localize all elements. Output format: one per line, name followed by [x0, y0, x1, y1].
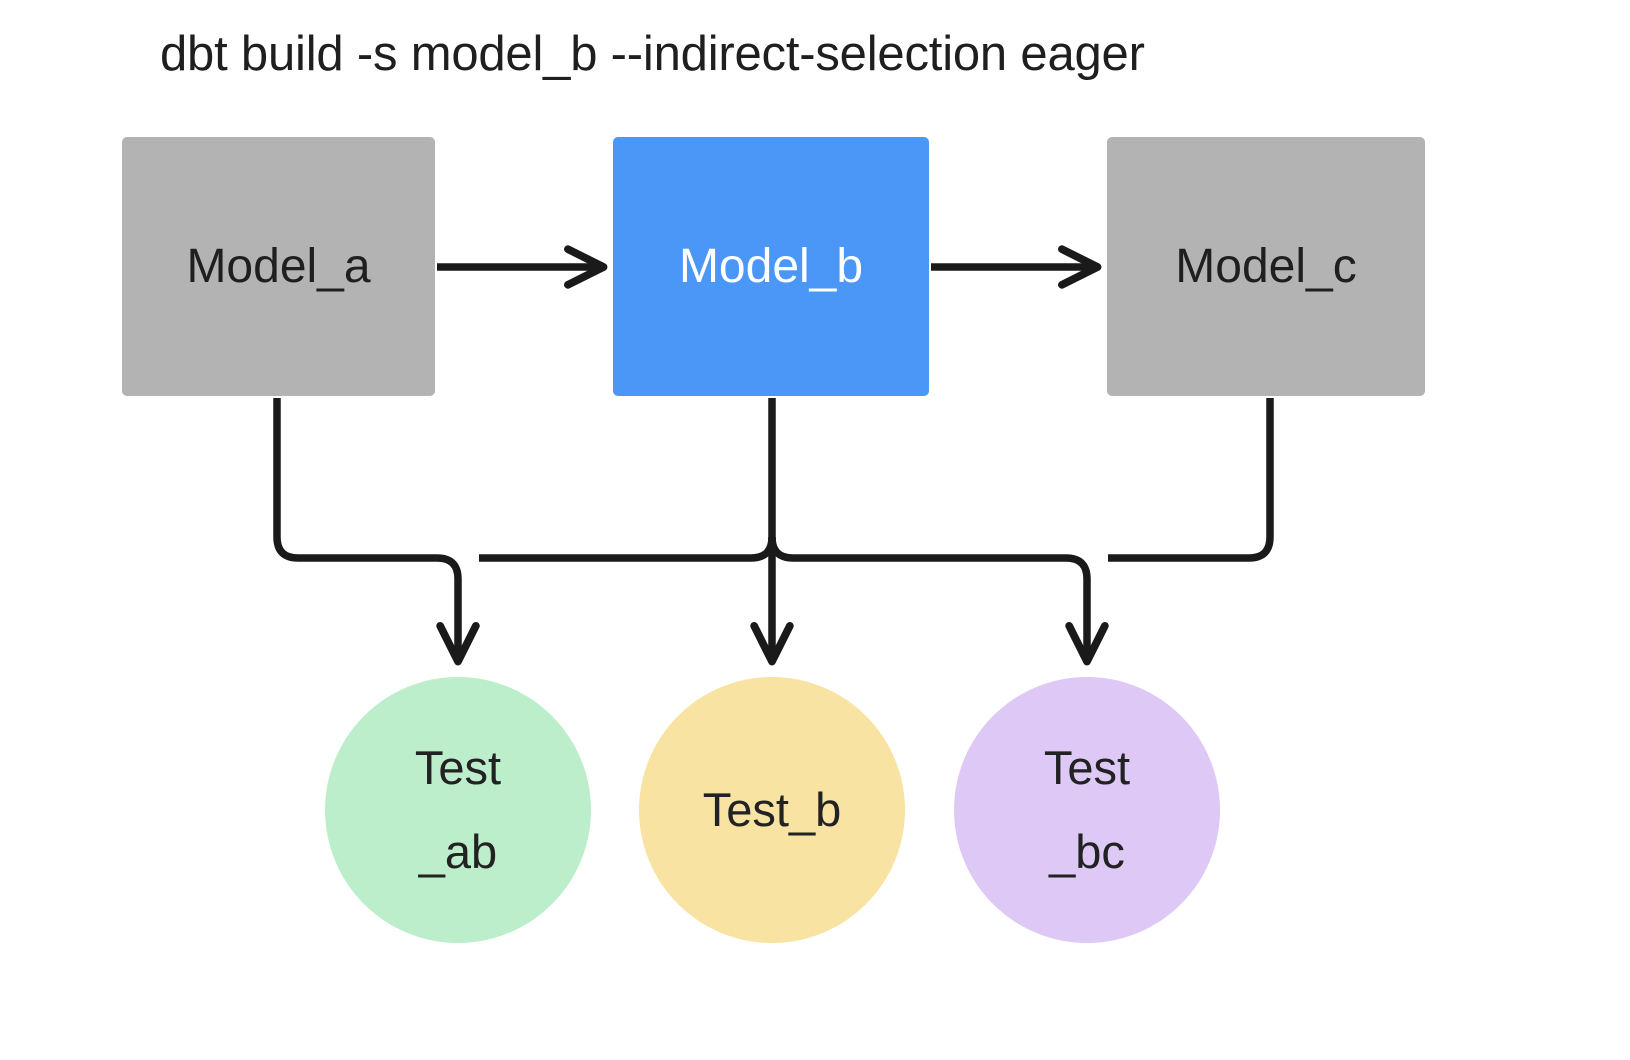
model-node-label-model-c: Model_c	[1175, 239, 1357, 293]
diagram-title: dbt build -s model_b --indirect-selectio…	[160, 27, 1145, 81]
model-node-model-a[interactable]: Model_a	[122, 137, 435, 396]
edge-model-b-to-test-bc	[768, 536, 1109, 666]
model-node-label-model-b: Model_b	[678, 239, 864, 293]
test-node-label-test-b: Test_b	[702, 783, 842, 837]
test-node-label-test-bc: Test _bc	[1043, 741, 1131, 878]
model-node-model-c[interactable]: Model_c	[1107, 137, 1425, 396]
model-node-label-model-a: Model_a	[186, 239, 371, 293]
edge-model-c-to-test-bc	[1108, 398, 1274, 562]
test-node-test-bc[interactable]: Test _bc	[954, 677, 1220, 943]
test-node-label-test-ab: Test _ab	[414, 741, 502, 878]
test-node-test-b[interactable]: Test_b	[639, 677, 905, 943]
edge-model-a-to-test-ab	[273, 398, 480, 666]
edge-model-b-to-test-ab	[479, 536, 776, 562]
model-node-model-b[interactable]: Model_b	[613, 137, 929, 396]
test-node-test-ab[interactable]: Test _ab	[325, 677, 591, 943]
